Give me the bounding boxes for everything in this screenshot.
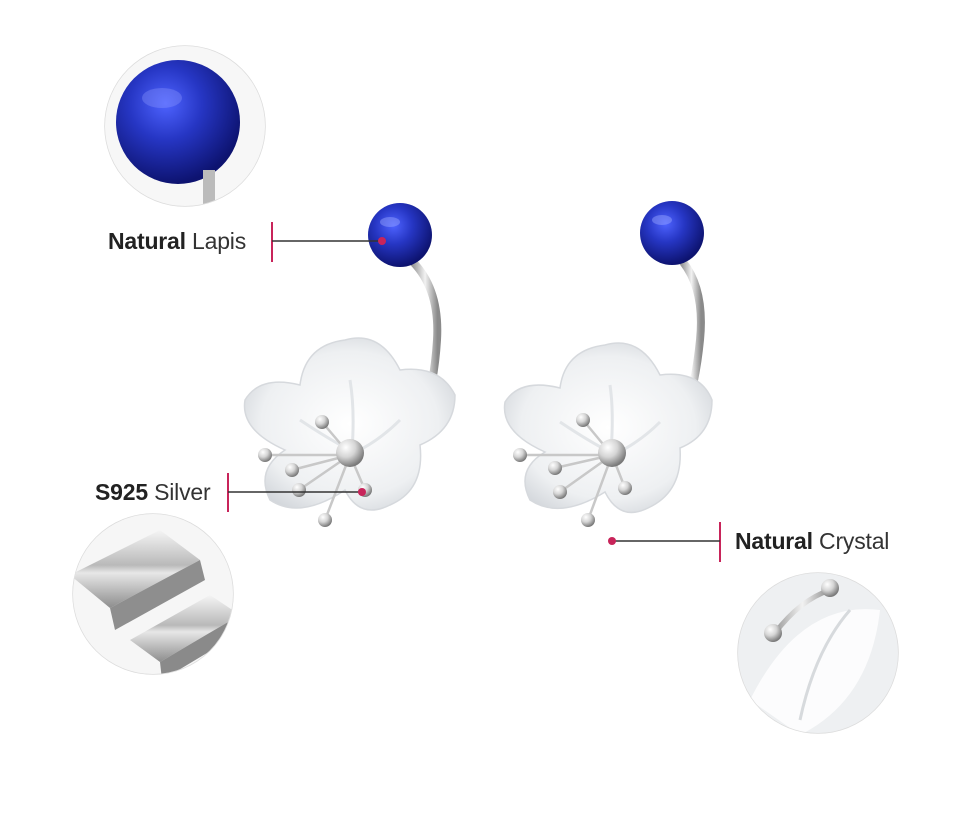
right-earring [503,201,713,527]
crystal-zoom-circle [737,572,899,734]
silver-zoom-circle [72,513,234,675]
silver-label-light: Silver [147,479,211,505]
silver-label-strong: S925 [95,479,148,505]
silver-callout-line [227,473,366,512]
right-flower [503,342,713,527]
left-earring [243,203,456,527]
lapis-label: Natural Lapis [108,228,246,255]
lapis-zoom-circle [104,45,266,207]
silver-label: S925 Silver [95,479,211,506]
crystal-callout-line [608,522,721,562]
crystal-label: Natural Crystal [735,528,889,555]
lapis-label-light: Lapis [185,228,247,254]
crystal-label-light: Crystal [812,528,890,554]
lapis-callout-line [271,222,386,262]
left-flower [243,337,456,527]
crystal-label-strong: Natural [735,528,813,554]
lapis-label-strong: Natural [108,228,186,254]
